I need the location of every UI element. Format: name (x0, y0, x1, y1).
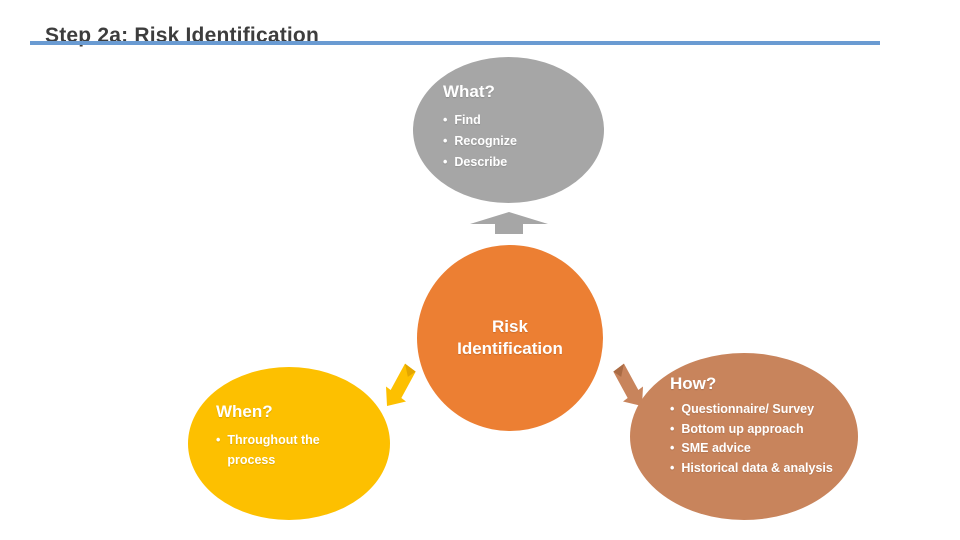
bullet-dot: • (670, 460, 675, 475)
list-item: • Throughout the process (216, 430, 370, 470)
node-what-bullets: • Find • Recognize • Describe (443, 110, 584, 173)
node-what-heading: What? (443, 82, 495, 101)
list-item: • Describe (443, 152, 584, 173)
bullet-text: Describe (454, 155, 508, 169)
title-underline (30, 41, 880, 45)
node-risk-identification: Risk Identification (417, 245, 603, 431)
bullet-dot: • (670, 402, 675, 416)
arrow-down-left-icon (386, 363, 416, 406)
list-item: • Questionnaire/ Survey (670, 400, 838, 420)
list-item: • Bottom up approach (670, 420, 838, 440)
bullet-text: Recognize (454, 134, 517, 148)
bullet-dot: • (216, 433, 221, 447)
node-what: What? • Find • Recognize • Describe (413, 57, 604, 203)
center-label: Risk Identification (457, 317, 563, 358)
list-item: • SME advice (670, 439, 838, 459)
bullet-dot: • (670, 421, 675, 436)
bullet-text: Throughout the process (227, 433, 320, 467)
bullet-dot: • (443, 155, 448, 169)
bullet-text: Bottom up approach (681, 421, 804, 436)
list-item: • Recognize (443, 131, 584, 152)
list-item: • Find (443, 110, 584, 131)
list-item: • Historical data & analysis (670, 459, 838, 479)
bullet-text: Questionnaire/ Survey (681, 402, 815, 416)
node-when-bullets: • Throughout the process (216, 430, 370, 470)
bullet-text: Find (454, 113, 481, 127)
arrow-up-icon (470, 212, 548, 234)
node-how-heading: How? (670, 374, 717, 393)
bullet-dot: • (670, 441, 675, 455)
bullet-text: Historical data & analysis (681, 460, 833, 475)
arrow-down-right-icon (613, 363, 643, 406)
node-how: How? • Questionnaire/ Survey • Bottom up… (630, 353, 858, 520)
node-how-bullets: • Questionnaire/ Survey • Bottom up appr… (670, 400, 838, 478)
node-when: When? • Throughout the process (188, 367, 390, 520)
bullet-dot: • (443, 113, 448, 127)
bullet-text: SME advice (681, 441, 751, 455)
bullet-dot: • (443, 134, 448, 148)
node-when-heading: When? (216, 402, 273, 421)
